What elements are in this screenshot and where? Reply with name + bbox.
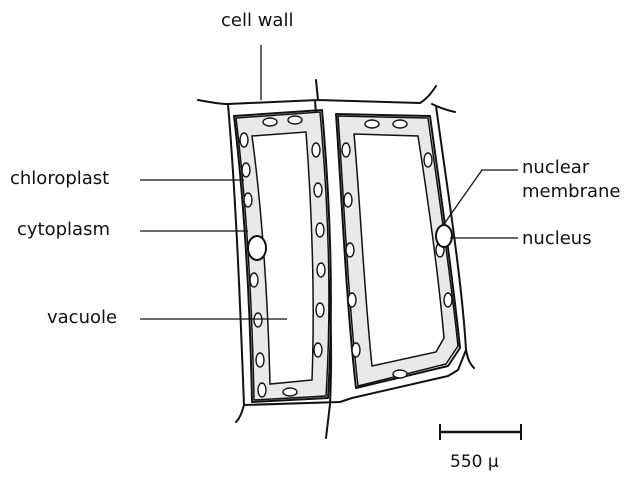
label-cytoplasm: cytoplasm — [17, 219, 110, 241]
chloroplast-8 — [263, 118, 277, 126]
chloroplast-6 — [256, 353, 264, 367]
chloroplast-17 — [342, 143, 350, 157]
chloroplast-11 — [314, 183, 322, 197]
chloroplast-5 — [254, 313, 262, 327]
chloroplast-9 — [288, 116, 302, 124]
leader-nuclear-membrane — [444, 170, 518, 224]
chloroplast-20 — [348, 293, 356, 307]
chloroplast-3 — [244, 193, 252, 207]
chloroplast-18 — [344, 193, 352, 207]
chloroplast-4 — [250, 273, 258, 287]
chloroplast-27 — [393, 370, 407, 378]
chloroplast-14 — [316, 303, 324, 317]
chloroplast-1 — [240, 133, 248, 147]
chloroplast-13 — [317, 263, 325, 277]
chloroplast-26 — [444, 293, 452, 307]
label-cell-wall: cell wall — [221, 10, 293, 32]
chloroplast-7 — [258, 383, 266, 397]
label-nuclear-membrane: nuclear membrane — [522, 156, 620, 204]
label-nucleus: nucleus — [522, 228, 592, 250]
label-nuclear-line1: nuclear — [522, 156, 620, 180]
chloroplast-2 — [242, 163, 250, 177]
chloroplast-23 — [393, 120, 407, 128]
chloroplast-15 — [314, 343, 322, 357]
nucleus-left — [248, 236, 266, 260]
scale-bar — [440, 424, 521, 440]
chloroplast-10 — [312, 143, 320, 157]
chloroplast-24 — [424, 153, 432, 167]
scale-bar-label: 550 μ — [450, 451, 499, 473]
nucleus-right — [436, 225, 452, 247]
chloroplast-12 — [316, 223, 324, 237]
label-chloroplast: chloroplast — [10, 168, 109, 190]
chloroplast-22 — [365, 120, 379, 128]
chloroplast-16 — [283, 388, 297, 396]
chloroplast-19 — [346, 243, 354, 257]
label-vacuole: vacuole — [47, 307, 117, 329]
chloroplast-21 — [352, 343, 360, 357]
label-nuclear-line2: membrane — [522, 180, 620, 204]
